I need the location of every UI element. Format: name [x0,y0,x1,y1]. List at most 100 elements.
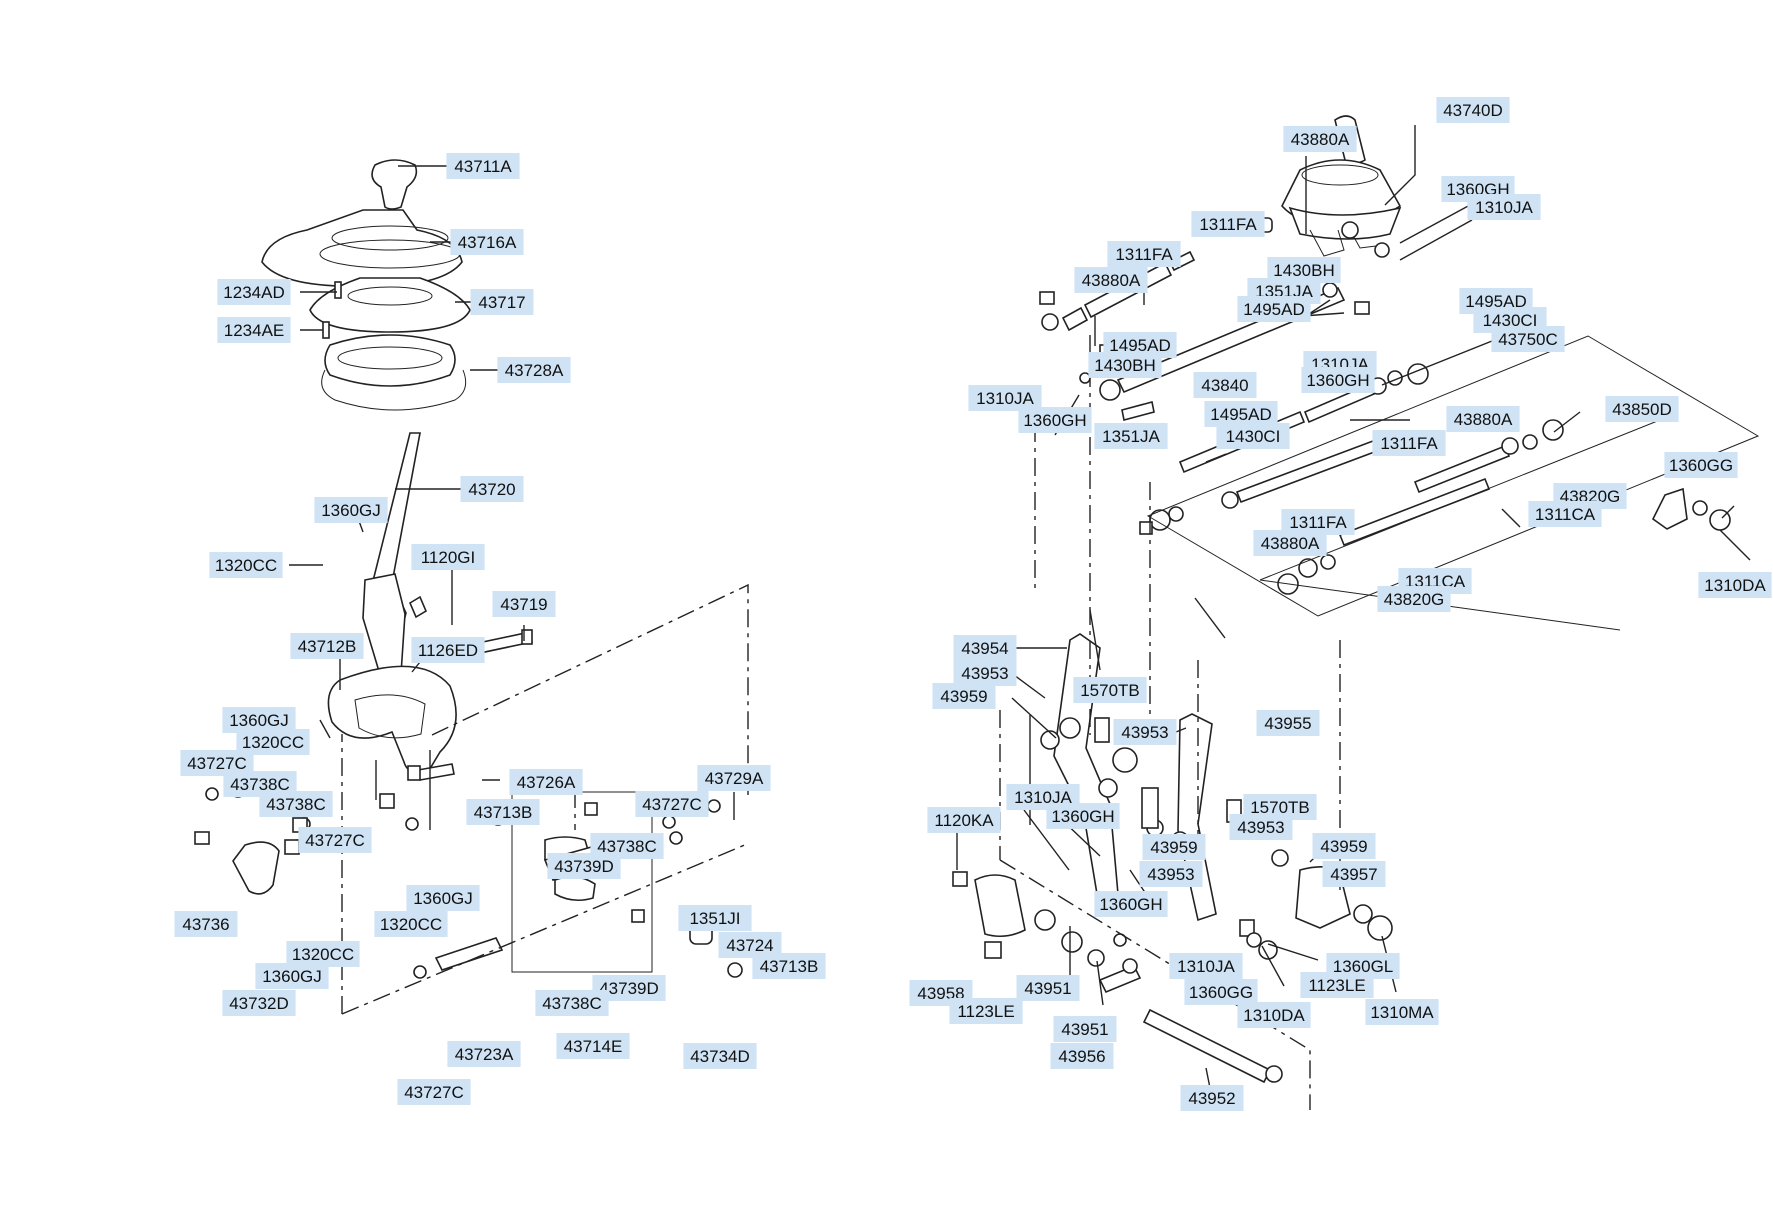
callout-box [406,885,480,911]
callout-box [1372,430,1446,456]
part-number-label: 43723A [455,1045,514,1064]
callout-box [209,552,283,578]
callout-box [174,911,238,937]
part-callout: 43959 [1312,833,1376,859]
part-callout: 1310JA [968,385,1042,411]
part-number-label: 43954 [961,639,1008,658]
part-callout: 43840 [1193,372,1257,398]
part-number-label: 1360GH [1099,895,1162,914]
part-callout: 1120GI [411,544,485,570]
part-callout: 43954 [953,635,1017,661]
part-number-label: 1430BH [1273,261,1334,280]
part-callout: 43880A [1253,530,1327,556]
part-number-label: 1430CI [1483,311,1538,330]
part-callout: 43714E [556,1033,630,1059]
callout-box [927,807,1001,833]
part-callout: 43959 [932,683,996,709]
callout-box [678,905,752,931]
callout-box [1016,975,1080,1001]
part-number-label: 1495AD [1210,405,1271,424]
callout-box [1046,803,1120,829]
part-callout: 1126ED [411,637,485,663]
part-callout: 1570TB [1073,677,1147,703]
part-callout: 43820G [1377,586,1451,612]
part-number-label: 1360GH [1306,371,1369,390]
callout-box [1107,241,1181,267]
part-number-label: 43820G [1384,590,1445,609]
part-number-label: 43739D [599,979,659,998]
part-number-label: 1310JA [1177,957,1235,976]
callout-box [1088,352,1162,378]
callout-box [1698,572,1772,598]
part-callout: 43880A [1283,126,1357,152]
callout-box [397,1079,471,1105]
part-callout: 43716A [450,229,524,255]
part-number-label: 43711A [454,157,512,176]
callout-box [1256,710,1320,736]
callout-box [1204,401,1278,427]
part-number-label: 43880A [1291,130,1350,149]
part-number-label: 1360GG [1669,456,1733,475]
callout-box [635,791,709,817]
callout-box [1191,211,1265,237]
part-number-label: 1360GL [1333,957,1394,976]
part-number-label: 43880A [1082,271,1141,290]
part-callout: 1360GJ [222,707,296,733]
callout-box [259,791,333,817]
exploded-view-drawing [194,115,1760,1110]
part-callout: 43740D [1436,97,1510,123]
part-callout: 1234AD [217,279,291,305]
part-number-label: 1310DA [1243,1006,1305,1025]
part-number-label: 43738C [266,795,326,814]
part-number-label: 43738C [597,837,657,856]
part-number-label: 43726A [517,773,576,792]
callout-box [470,289,534,315]
callout-box [217,279,291,305]
callout-box [1053,1016,1117,1042]
callout-box [1180,1085,1244,1111]
callout-box [460,476,524,502]
part-number-label: 43716A [458,233,517,252]
part-callout: 1495AD [1103,332,1177,358]
callout-box [466,799,540,825]
callout-box [1664,452,1738,478]
callout-box [1094,891,1168,917]
part-callout: 1320CC [374,911,448,937]
part-number-label: 1495AD [1243,300,1304,319]
part-callout: 43729A [697,765,771,791]
callout-box [1528,501,1602,527]
part-callout: 43727C [635,791,709,817]
part-number-label: 43850D [1612,400,1672,419]
part-number-label: 43951 [1024,979,1071,998]
part-number-label: 43713B [760,957,819,976]
part-number-label: 1311CA [1535,505,1596,524]
part-number-label: 43712B [298,637,357,656]
part-number-label: 43719 [500,595,547,614]
callout-box [446,153,520,179]
part-number-label: 1360GJ [229,711,289,730]
part-callout: 1234AE [217,317,291,343]
part-callout: 1360GG [1664,452,1738,478]
part-callout: 1120KA [927,807,1001,833]
callout-box [1073,677,1147,703]
callout-box [932,683,996,709]
callout-box [1237,1002,1311,1028]
part-number-label: 1311FA [1380,434,1438,453]
callout-box [374,911,448,937]
part-callout: 43850D [1605,396,1679,422]
part-callout: 1360GH [1094,891,1168,917]
part-callout: 43734D [683,1043,757,1069]
part-number-label: 1126ED [418,641,478,660]
part-callout: 43750C [1491,326,1565,352]
part-callout: 1123LE [1300,972,1374,998]
callout-box [1300,972,1374,998]
part-callout: 1310JA [1467,194,1541,220]
part-number-label: 1310JA [976,389,1034,408]
part-number-label: 43955 [1264,714,1311,733]
callout-box [556,1033,630,1059]
part-callout: 1311CA [1528,501,1602,527]
callout-box [290,633,364,659]
callout-box [1365,999,1439,1025]
callout-box [450,229,524,255]
